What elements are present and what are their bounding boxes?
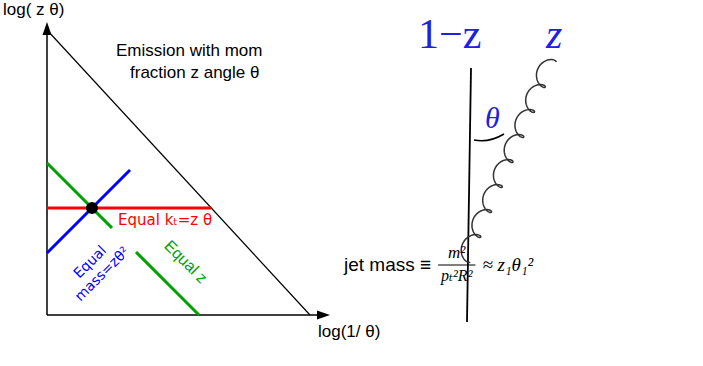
axis-label: log(1/ θ)	[318, 322, 380, 342]
gluon-line	[461, 60, 556, 263]
y-axis	[46, 34, 48, 315]
formula-text: m²	[448, 243, 465, 263]
formula-text: ≈ z₁θ₁²	[482, 254, 533, 276]
annotation: Emission with mom fraction z angle θ	[116, 40, 282, 84]
equal-kt-line	[47, 207, 211, 210]
symbol-label: z	[546, 10, 562, 58]
symbol-label: 1−z	[418, 10, 481, 58]
axis-arrowhead	[317, 311, 330, 320]
fraction-bar	[438, 264, 475, 265]
formula-text: jet mass ≡	[344, 254, 431, 276]
angle-arc	[474, 134, 504, 141]
symbol-label: θ	[485, 100, 500, 135]
line-label: Equal z	[159, 235, 212, 288]
line-label: Equal mass=zθ²	[54, 226, 137, 309]
kinematic-limit	[47, 30, 310, 315]
formula-text: pₜ²R²	[441, 267, 472, 285]
line-label: Equal kₜ=z θ	[116, 212, 214, 229]
axis-label: log( z θ)	[3, 0, 64, 20]
emission-dot	[86, 202, 98, 214]
x-axis	[47, 314, 318, 316]
